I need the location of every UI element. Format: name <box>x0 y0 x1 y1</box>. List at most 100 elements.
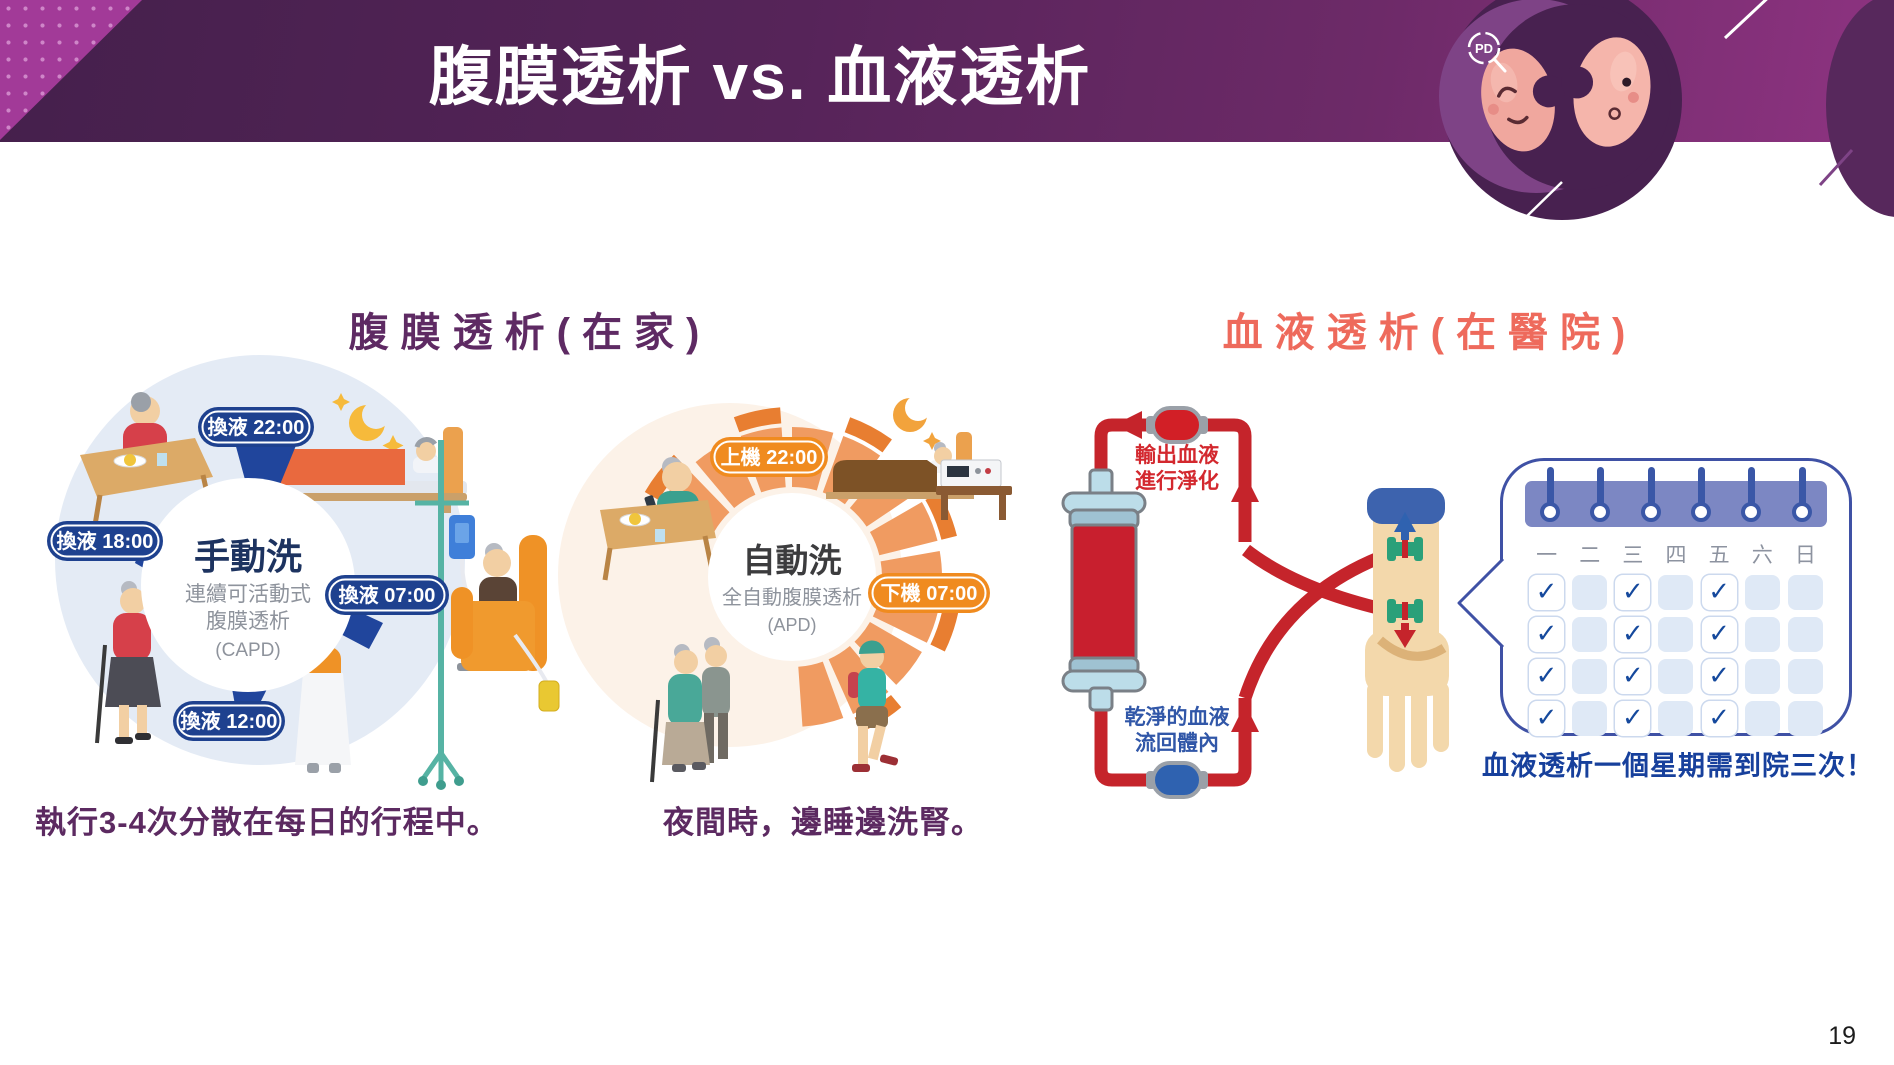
hd-label-out-line2: 進行淨化 <box>1135 469 1219 493</box>
calendar-day-label: 四 <box>1665 544 1687 567</box>
corner-arc-decoration <box>1826 0 1894 217</box>
apd-scene-sleeping <box>826 395 1012 520</box>
capd-center-sub2: 腹膜透析 <box>206 610 290 633</box>
fan-ray <box>854 622 922 685</box>
calendar-cell <box>1787 616 1823 652</box>
fistula-needle-icon <box>1387 512 1423 561</box>
apd-center-circle <box>708 493 876 661</box>
pd-magnifier-icon: PD <box>1467 31 1507 73</box>
calendar-cell-checked: ✓ <box>1529 700 1565 736</box>
calendar-cell-checked: ✓ <box>1615 658 1651 694</box>
capd-badge-1200: 換液 12:00 <box>173 701 285 741</box>
calendar-cell <box>1787 574 1823 610</box>
capd-badge-1800: 換液 18:00 <box>47 521 163 561</box>
binder-ring-icon <box>1691 467 1712 527</box>
calendar-cell <box>1572 574 1608 610</box>
kidney-mascot-logo: PD <box>1439 0 1894 221</box>
calendar-cell <box>1658 574 1694 610</box>
hd-caption: 血液透析一個星期需到院三次！ <box>1482 751 1874 781</box>
svg-text:換液 12:00: 換液 12:00 <box>181 709 278 733</box>
calendar-cell-checked: ✓ <box>1615 700 1651 736</box>
svg-text:下機 07:00: 下機 07:00 <box>881 582 978 605</box>
capd-scene-walking <box>95 581 161 744</box>
apd-badge-on: 上機 22:00 <box>710 437 828 477</box>
capd-badge-0700: 換液 07:00 <box>325 575 449 615</box>
calendar-cell <box>1744 616 1780 652</box>
apd-scene-eating <box>600 457 716 581</box>
return-pump-icon <box>1146 761 1208 799</box>
arrow-up-icon <box>1231 474 1259 502</box>
calendar-grid: ✓✓✓✓✓✓✓✓✓✓✓✓ <box>1525 571 1827 739</box>
patient-arm <box>1365 488 1449 772</box>
calendar-cell <box>1744 700 1780 736</box>
calendar-cell-checked: ✓ <box>1615 574 1651 610</box>
page-title: 腹膜透析 vs. 血液透析 <box>428 41 1092 113</box>
apd-scene-hiker <box>848 640 899 772</box>
bubble-tail <box>1457 557 1505 649</box>
calendar-cell-checked: ✓ <box>1701 658 1737 694</box>
star-icon <box>332 393 350 411</box>
calendar-day-label: 日 <box>1794 544 1816 567</box>
binder-ring-icon <box>1741 467 1762 527</box>
calendar-cell <box>1572 616 1608 652</box>
calendar-cell-checked: ✓ <box>1701 574 1737 610</box>
calendar-day-headers: 一二三四五六日 <box>1525 539 1827 569</box>
calendar-cell <box>1572 658 1608 694</box>
blood-pump-icon <box>1146 406 1208 444</box>
dialyzer-icon <box>1061 468 1147 712</box>
calendar-cell <box>1787 658 1823 694</box>
apd-center-title: 自動洗 <box>743 542 842 579</box>
calendar-cell <box>1787 700 1823 736</box>
star-icon <box>923 432 941 450</box>
capd-center-sub3: (CAPD) <box>215 640 280 661</box>
calendar-cell <box>1572 700 1608 736</box>
page-number: 19 <box>1828 1022 1856 1050</box>
fan-ray <box>798 661 844 727</box>
apd-center-sub1: 全自動腹膜透析 <box>722 586 862 609</box>
arrow-up-icon <box>1231 704 1259 732</box>
fistula-needle-icon <box>1387 599 1423 648</box>
calendar-binding-bar <box>1525 467 1827 527</box>
svg-text:換液 22:00: 換液 22:00 <box>208 415 305 439</box>
calendar-cell <box>1744 658 1780 694</box>
calendar-cell-checked: ✓ <box>1615 616 1651 652</box>
fan-ray <box>733 407 782 433</box>
pd-label: PD <box>1475 41 1493 56</box>
svg-text:換液 18:00: 換液 18:00 <box>57 529 154 553</box>
fan-ray <box>869 502 938 556</box>
apd-diagram: 自動洗 全自動腹膜透析 (APD) 上機 22:00 下機 07:00 <box>558 395 1012 783</box>
capd-heading: 腹膜透析(在家) <box>348 311 712 355</box>
hd-label-in-line2: 流回體內 <box>1135 731 1219 755</box>
apd-scene-couple <box>650 637 730 783</box>
kidney-left-icon <box>1481 48 1565 152</box>
kidney-right-icon <box>1561 37 1651 147</box>
apd-caption: 夜間時，邊睡邊洗腎。 <box>663 805 983 840</box>
slash-decoration <box>1723 0 1768 40</box>
capd-diagram: 手動洗 連續可活動式 腹膜透析 (CAPD) 換液 22:00 換液 18:00… <box>47 355 560 790</box>
calendar-day-label: 一 <box>1536 544 1558 567</box>
binder-ring-icon <box>1590 467 1611 527</box>
calendar-cell-checked: ✓ <box>1529 658 1565 694</box>
calendar-cell <box>1658 700 1694 736</box>
drain-bag-icon <box>538 680 560 712</box>
capd-center-title: 手動洗 <box>194 536 302 577</box>
capd-caption: 執行3-4次分散在每日的行程中。 <box>35 805 499 840</box>
hd-heading: 血液透析(在醫院) <box>1222 311 1638 355</box>
hd-label-in-line1: 乾淨的血液 <box>1125 705 1230 729</box>
calendar-cell-checked: ✓ <box>1701 700 1737 736</box>
calendar-day-label: 六 <box>1751 544 1773 567</box>
arrow-left-icon <box>1114 411 1142 439</box>
svg-text:上機 22:00: 上機 22:00 <box>721 446 818 469</box>
binder-ring-icon <box>1640 467 1661 527</box>
svg-text:換液 07:00: 換液 07:00 <box>339 583 436 607</box>
calendar-cell <box>1658 658 1694 694</box>
capd-center-sub1: 連續可活動式 <box>185 583 311 606</box>
slash-decoration <box>1522 181 1563 221</box>
binder-ring-icon <box>1540 467 1561 527</box>
calendar-day-label: 五 <box>1708 544 1730 567</box>
fan-ray <box>844 417 892 453</box>
hd-label-out-line1: 輸出血液 <box>1135 443 1219 467</box>
star-icon <box>382 435 404 456</box>
apd-center-sub2: (APD) <box>768 615 817 635</box>
